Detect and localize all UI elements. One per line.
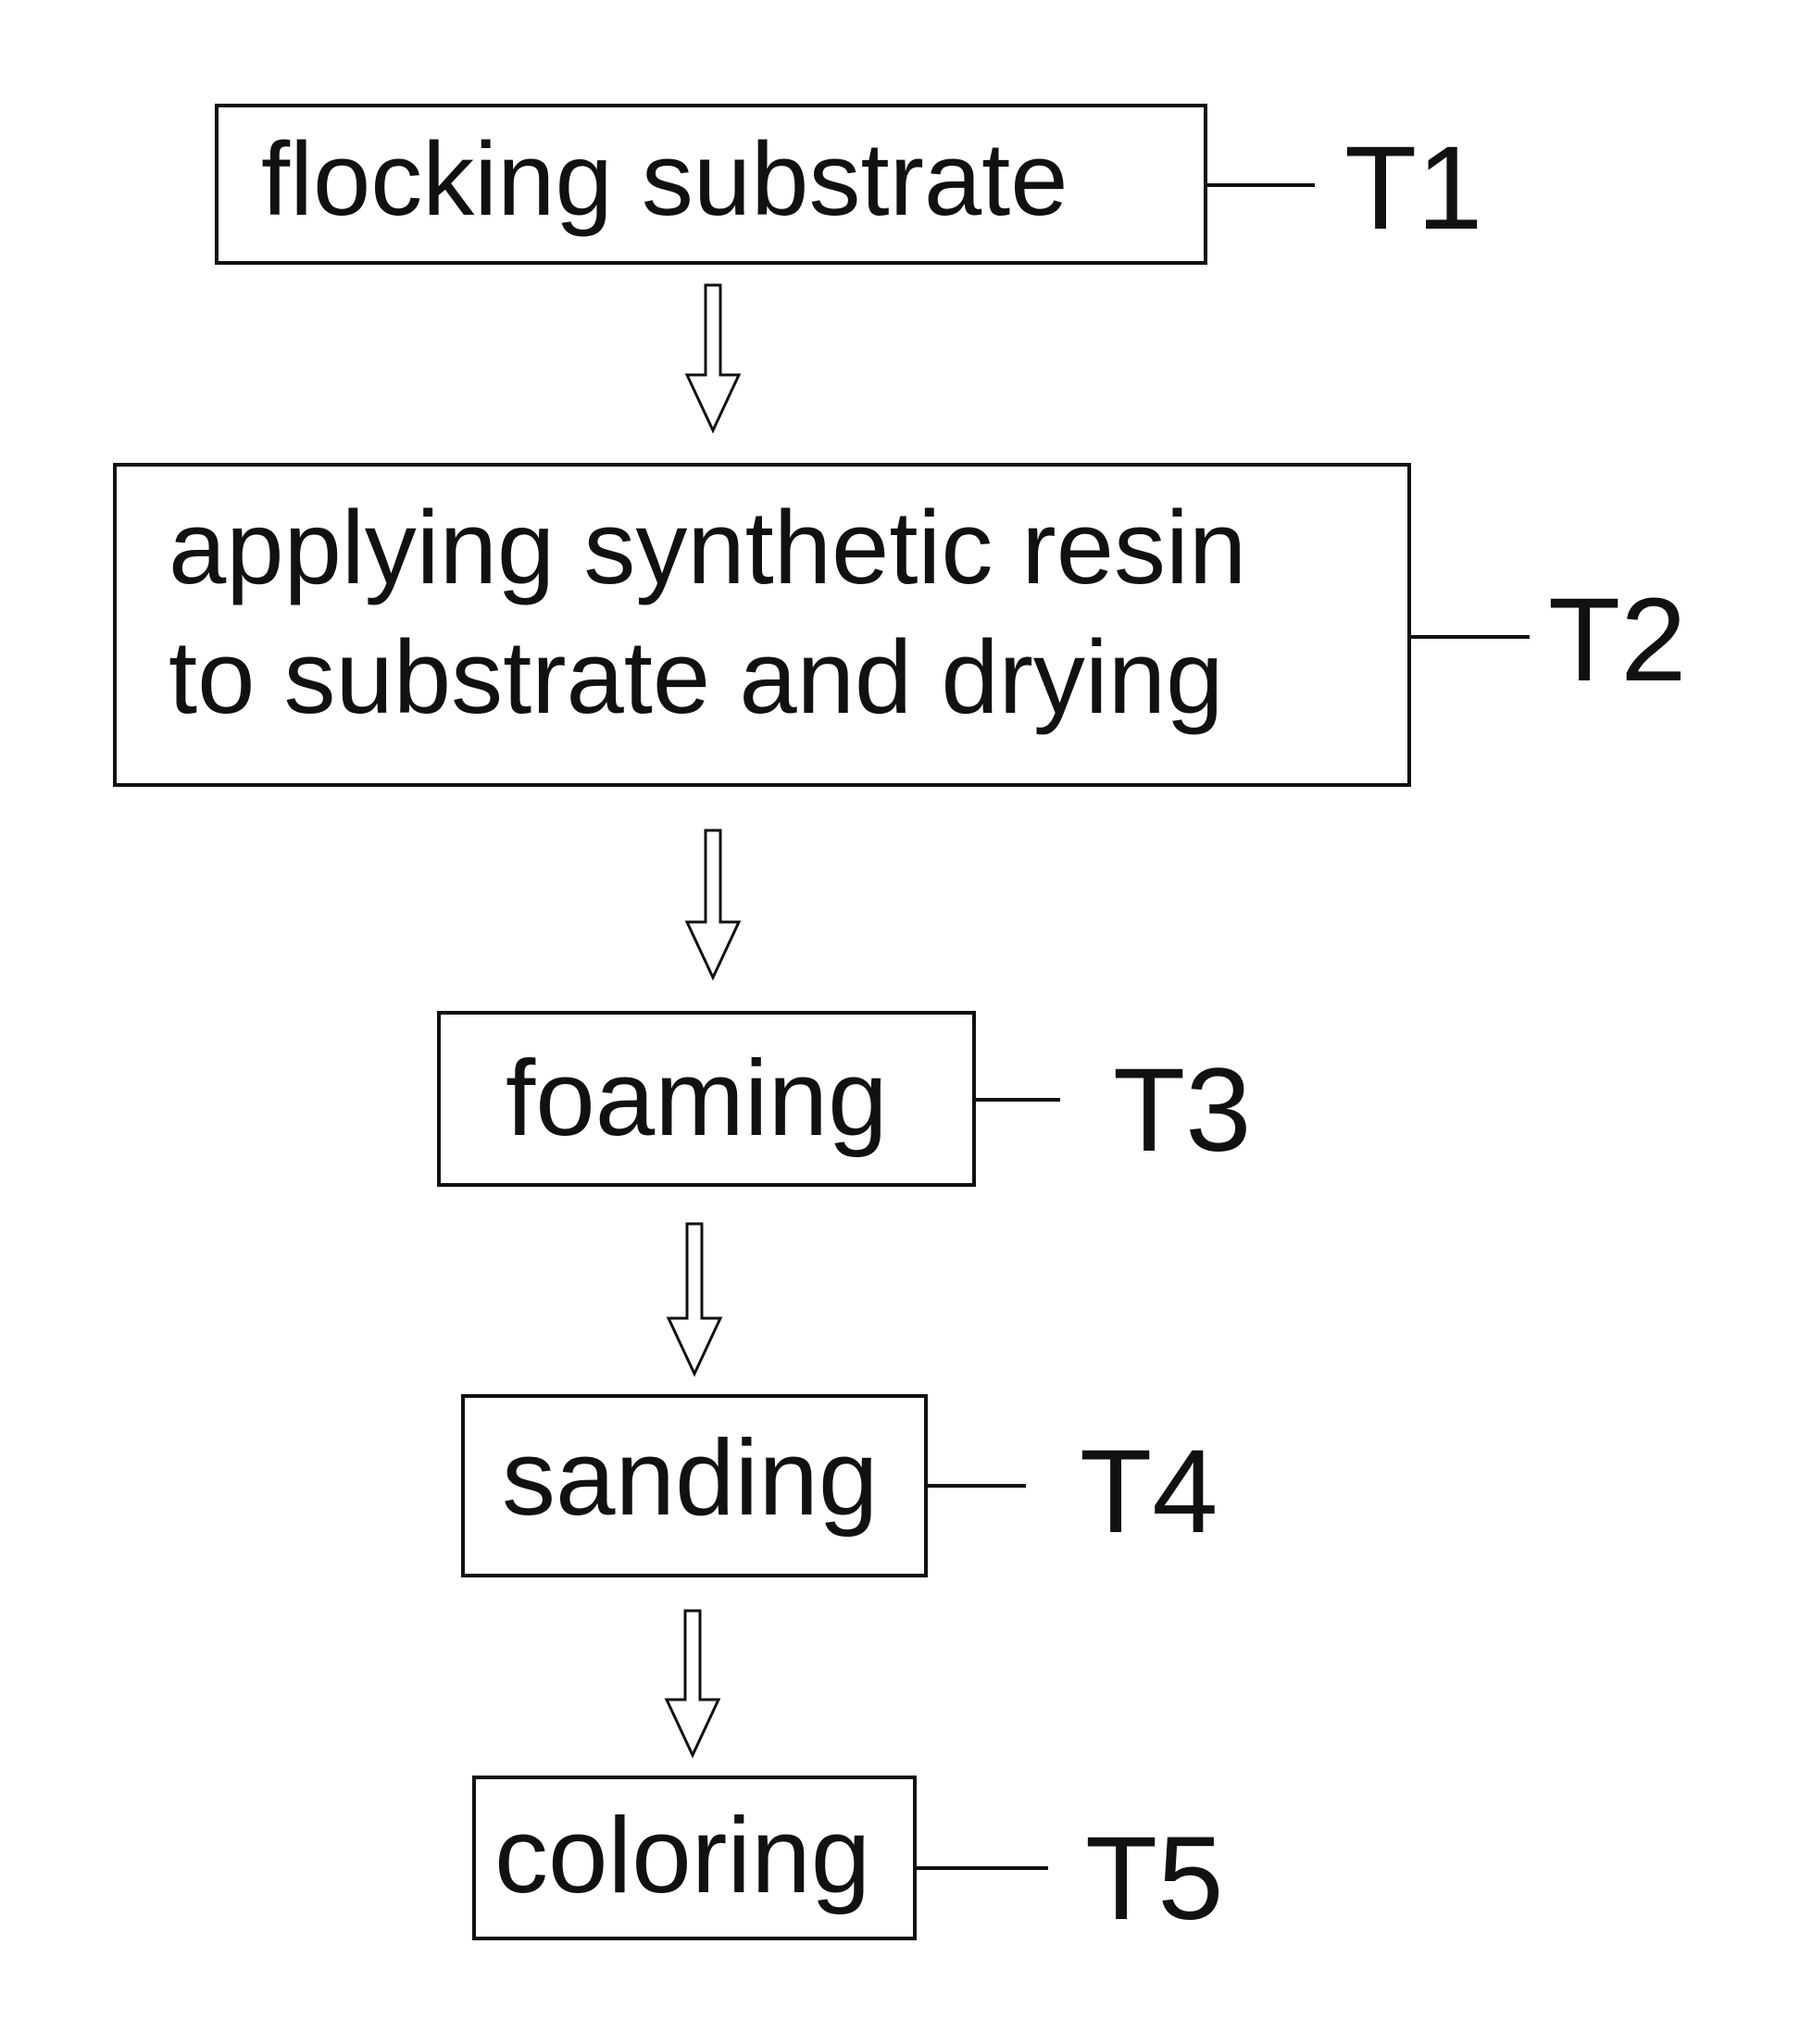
- down-arrow-icon: [687, 285, 739, 430]
- ref-label-t1: T1: [1344, 130, 1482, 248]
- ref-label-t2: T2: [1548, 581, 1686, 700]
- ref-label-t5: T5: [1085, 1820, 1223, 1938]
- down-arrow-icon: [669, 1224, 720, 1374]
- ref-label-t3: T3: [1113, 1052, 1251, 1170]
- step-label-applying-resin-line2: to substrate and drying: [169, 626, 1223, 729]
- step-label-applying-resin-line1: applying synthetic resin: [169, 496, 1246, 600]
- step-label-flocking-substrate: flocking substrate: [261, 128, 1068, 231]
- ref-label-t4: T4: [1080, 1433, 1218, 1552]
- step-label-sanding: sanding: [502, 1424, 878, 1531]
- step-label-coloring: coloring: [494, 1801, 870, 1909]
- down-arrow-icon: [687, 830, 739, 978]
- down-arrow-icon: [667, 1611, 719, 1755]
- step-label-foaming: foaming: [506, 1044, 888, 1152]
